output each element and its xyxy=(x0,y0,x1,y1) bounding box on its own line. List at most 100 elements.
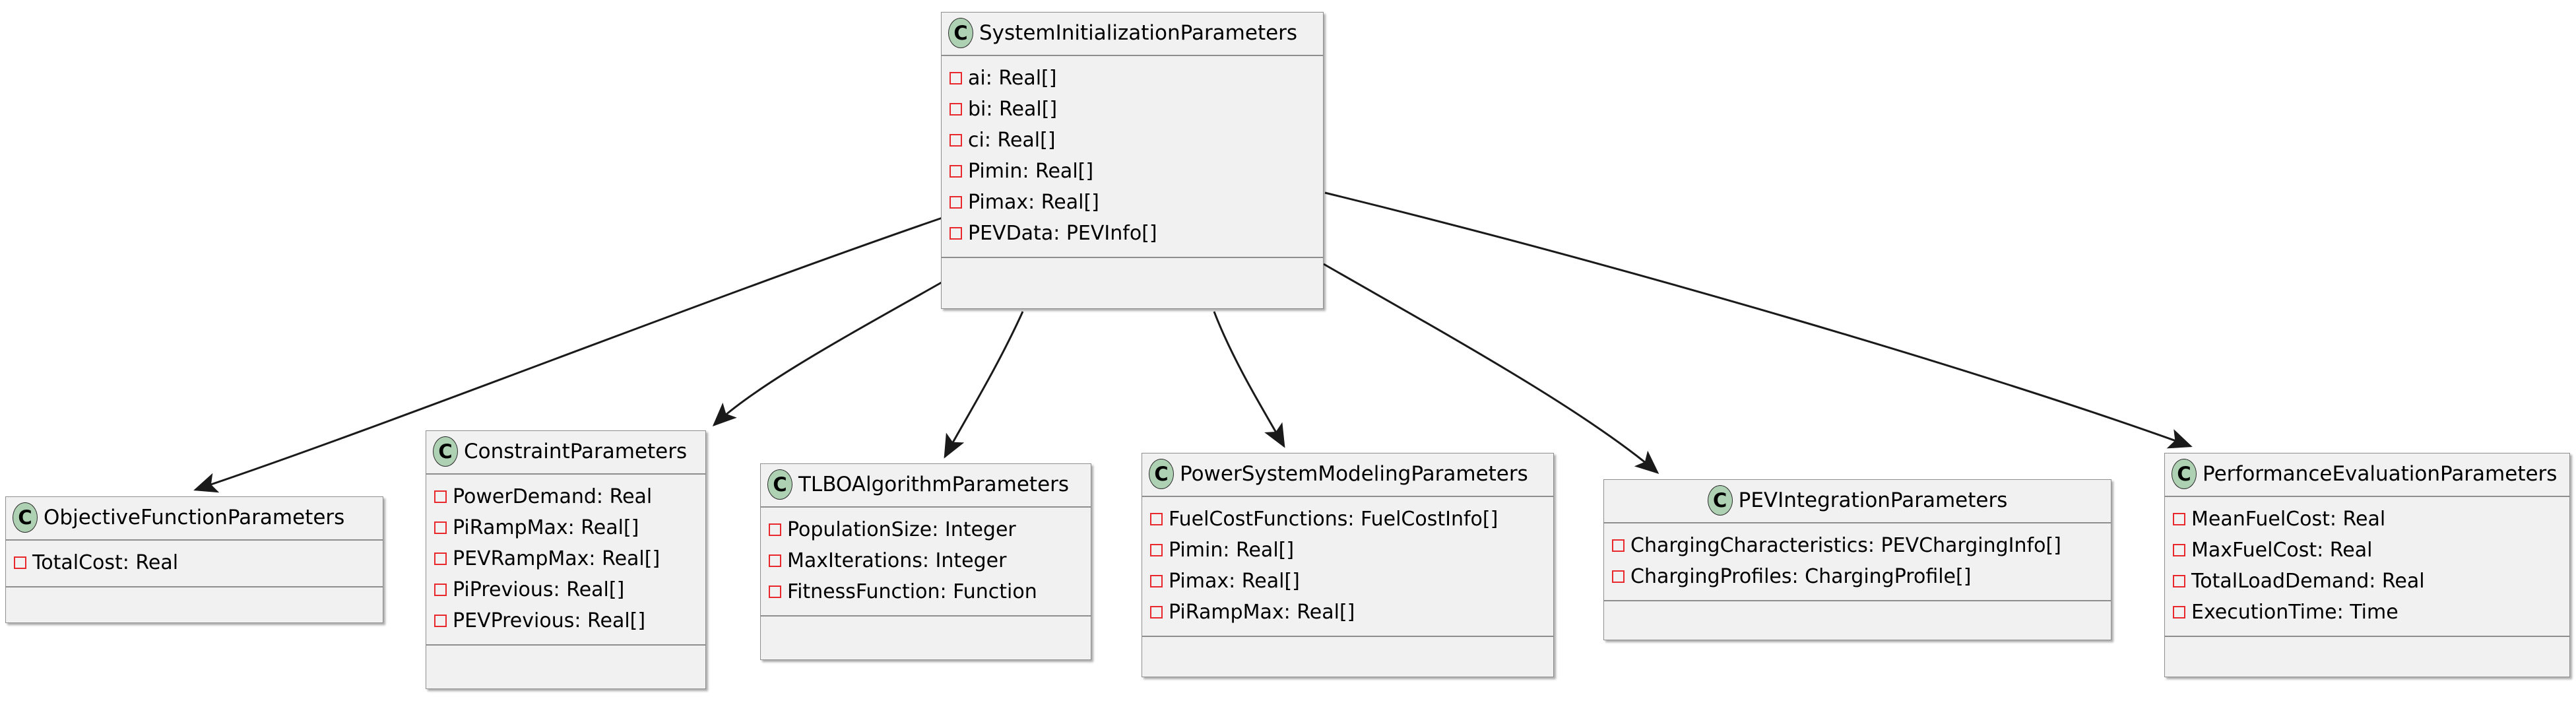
class-attribute-label: Pimax: Real[] xyxy=(968,190,1099,214)
class-attribute-row: Pimin: Real[] xyxy=(950,156,1318,187)
edge-sysinit-to-constraint xyxy=(712,279,946,427)
private-visibility-icon xyxy=(2173,544,2185,556)
class-attribute-row: PowerDemand: Real xyxy=(434,481,700,512)
class-attribute-row: MeanFuelCost: Real xyxy=(2173,504,2564,535)
class-stereotype-icon: C xyxy=(13,502,38,533)
private-visibility-icon xyxy=(769,523,781,536)
class-attribute-row: PiPrevious: Real[] xyxy=(434,574,700,605)
class-attributes-compartment: ChargingCharacteristics: PEVChargingInfo… xyxy=(1604,523,2111,601)
private-visibility-icon xyxy=(2173,513,2185,525)
private-visibility-icon xyxy=(1150,575,1163,587)
class-attribute-label: PowerDemand: Real xyxy=(453,485,653,508)
class-attribute-row: PiRampMax: Real[] xyxy=(1150,597,1548,628)
private-visibility-icon xyxy=(950,72,962,84)
edge-sysinit-to-tlbo xyxy=(944,311,1024,459)
class-attribute-label: MaxFuelCost: Real xyxy=(2191,538,2373,562)
class-attribute-row: TotalCost: Real xyxy=(14,547,377,578)
class-attribute-label: PiRampMax: Real[] xyxy=(453,516,639,539)
class-attribute-row: FuelCostFunctions: FuelCostInfo[] xyxy=(1150,504,1548,535)
private-visibility-icon xyxy=(434,521,447,534)
private-visibility-icon xyxy=(1612,570,1625,583)
class-attribute-label: ai: Real[] xyxy=(968,66,1057,90)
class-stereotype-icon: C xyxy=(433,436,458,467)
class-attribute-row: ci: Real[] xyxy=(950,125,1318,156)
private-visibility-icon xyxy=(950,165,962,178)
class-stereotype-icon: C xyxy=(2172,459,2197,489)
class-attribute-label: PiPrevious: Real[] xyxy=(453,578,625,601)
class-title: ConstraintParameters xyxy=(464,439,688,463)
class-attribute-label: Pimin: Real[] xyxy=(1169,538,1295,562)
private-visibility-icon xyxy=(1150,606,1163,619)
class-attribute-row: PopulationSize: Integer xyxy=(769,514,1085,545)
class-methods-compartment xyxy=(761,617,1091,640)
private-visibility-icon xyxy=(434,584,447,596)
class-attribute-label: ChargingCharacteristics: PEVChargingInfo… xyxy=(1630,533,2061,557)
class-attribute-row: TotalLoadDemand: Real xyxy=(2173,566,2564,597)
class-attribute-label: TotalCost: Real xyxy=(32,551,179,574)
private-visibility-icon xyxy=(1612,539,1625,552)
class-attribute-label: PEVData: PEVInfo[] xyxy=(968,221,1157,245)
class-attributes-compartment: FuelCostFunctions: FuelCostInfo[] Pimin: … xyxy=(1142,497,1553,637)
private-visibility-icon xyxy=(1150,513,1163,525)
class-methods-compartment xyxy=(6,587,383,611)
edge-sysinit-to-pev xyxy=(1323,263,1659,474)
class-attribute-label: ExecutionTime: Time xyxy=(2191,600,2399,624)
class-attribute-label: PEVPrevious: Real[] xyxy=(453,609,646,632)
class-attribute-row: PiRampMax: Real[] xyxy=(434,512,700,543)
class-attribute-label: FuelCostFunctions: FuelCostInfo[] xyxy=(1169,507,1498,531)
class-attributes-compartment: TotalCost: Real xyxy=(6,541,383,587)
class-attribute-label: FitnessFunction: Function xyxy=(787,580,1037,603)
class-attribute-row: FitnessFunction: Function xyxy=(769,576,1085,607)
class-title: ObjectiveFunctionParameters xyxy=(44,505,345,529)
class-attribute-label: MeanFuelCost: Real xyxy=(2191,507,2386,531)
private-visibility-icon xyxy=(1150,544,1163,556)
class-attributes-compartment: ai: Real[] bi: Real[]ci: Real[] Pimin: Rea… xyxy=(942,56,1323,258)
class-attribute-row: Pimin: Real[] xyxy=(1150,535,1548,566)
class-methods-compartment xyxy=(1604,601,2111,625)
private-visibility-icon xyxy=(950,103,962,116)
class-attribute-label: PopulationSize: Integer xyxy=(787,518,1016,541)
class-stereotype-icon: C xyxy=(1707,485,1733,516)
private-visibility-icon xyxy=(769,586,781,598)
edge-sysinit-to-powersystem xyxy=(1213,311,1285,448)
private-visibility-icon xyxy=(950,227,962,240)
class-attribute-row: bi: Real[] xyxy=(950,94,1318,125)
class-attribute-row: ai: Real[] xyxy=(950,63,1318,94)
private-visibility-icon xyxy=(950,196,962,209)
class-attribute-row: PEVPrevious: Real[] xyxy=(434,605,700,636)
class-attribute-label: TotalLoadDemand: Real xyxy=(2191,569,2425,593)
class-attribute-label: ChargingProfiles: ChargingProfile[] xyxy=(1630,564,1972,588)
private-visibility-icon xyxy=(2173,606,2185,619)
class-attribute-label: Pimin: Real[] xyxy=(968,159,1094,183)
class-attribute-row: MaxFuelCost: Real xyxy=(2173,535,2564,566)
class-attribute-label: PEVRampMax: Real[] xyxy=(453,547,660,570)
edge-sysinit-to-performance xyxy=(1324,191,2193,449)
class-stereotype-icon: C xyxy=(948,18,973,48)
class-attribute-row: MaxIterations: Integer xyxy=(769,545,1085,576)
class-title: PerformanceEvaluationParameters xyxy=(2203,461,2558,486)
private-visibility-icon xyxy=(434,615,447,627)
class-attribute-row: ChargingProfiles: ChargingProfile[] xyxy=(1612,561,2106,592)
class-title: PEVIntegrationParameters xyxy=(1738,488,2008,512)
class-attribute-row: Pimax: Real[] xyxy=(950,187,1318,218)
class-methods-compartment xyxy=(942,258,1323,282)
class-methods-compartment xyxy=(1142,637,1553,661)
private-visibility-icon xyxy=(434,552,447,565)
class-attribute-row: ExecutionTime: Time xyxy=(2173,597,2564,628)
class-attribute-row: Pimax: Real[] xyxy=(1150,566,1548,597)
